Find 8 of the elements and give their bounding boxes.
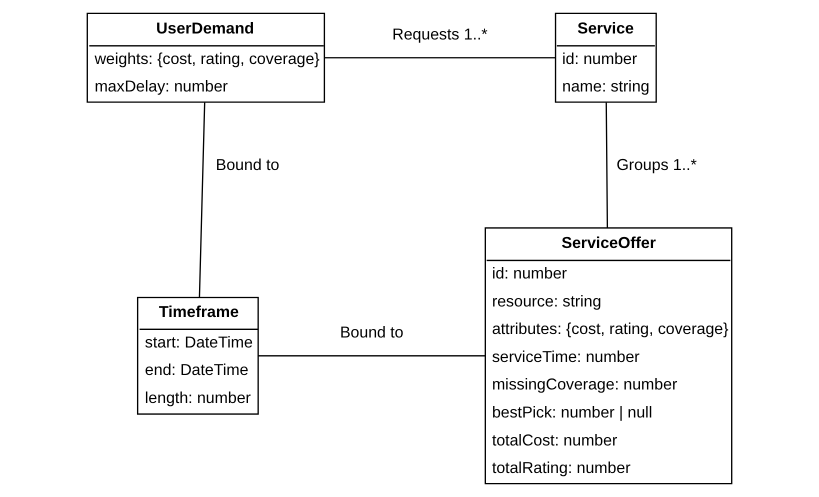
edge-label: Bound to (216, 156, 280, 174)
edge-label: Groups 1..* (616, 156, 697, 174)
connector (324, 57, 556, 58)
connector (198, 102, 206, 298)
edge-label: Bound to (340, 324, 404, 342)
edge-label: Requests 1..* (392, 26, 488, 44)
connector (606, 102, 608, 228)
connector (258, 355, 486, 356)
